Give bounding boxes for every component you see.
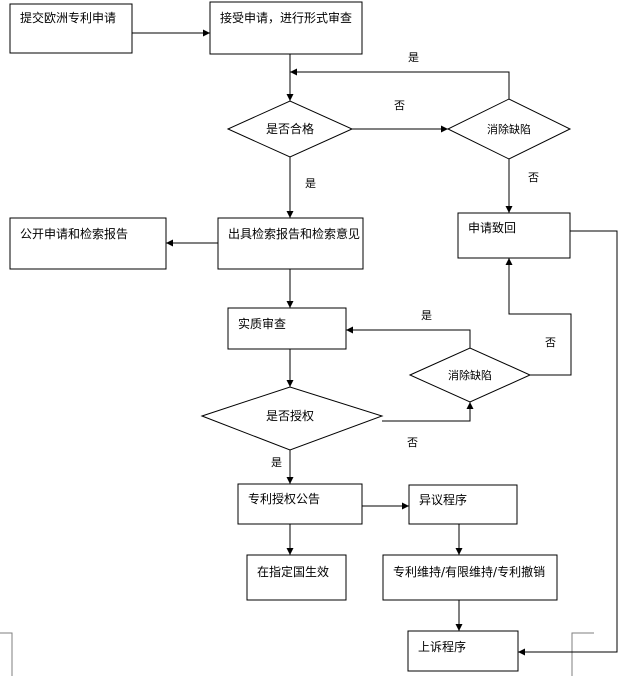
node-publish-app-label: 公开申请和检索报告 bbox=[20, 226, 128, 241]
node-grant-pub: 专利授权公告 bbox=[237, 483, 363, 525]
node-qualified-decision: 是否合格 bbox=[226, 100, 354, 158]
node-receive: 接受申请，进行形式审查 bbox=[209, 1, 363, 55]
edge-label-grant-yes: 是 bbox=[271, 456, 282, 469]
node-fix1-decision: 消除缺陷 bbox=[446, 98, 572, 160]
node-effect-label: 在指定国生效 bbox=[257, 564, 329, 579]
node-reject-label: 申请致回 bbox=[468, 221, 516, 235]
page-corner-marks bbox=[0, 632, 594, 676]
node-maintain-label: 专利维持/有限维持/专利撤销 bbox=[393, 564, 545, 579]
edge-fix2-no bbox=[505, 258, 572, 376]
edge-label-fix1-no: 否 bbox=[528, 171, 539, 184]
node-substantive-label: 实质审查 bbox=[238, 316, 286, 331]
node-appeal-label: 上诉程序 bbox=[418, 639, 466, 654]
node-opposition-label: 异议程序 bbox=[419, 492, 467, 507]
node-reject: 申请致回 bbox=[457, 212, 571, 259]
edge-label-fix2-no: 否 bbox=[545, 336, 556, 349]
edge-label-qualified-yes: 是 bbox=[305, 177, 316, 190]
edge-fix2-yes bbox=[346, 326, 471, 348]
node-grant-decision: 是否授权 bbox=[200, 386, 384, 451]
node-submit: 提交欧洲专利申请 bbox=[9, 3, 133, 54]
edges bbox=[132, 29, 618, 656]
edge-reject-appeal bbox=[518, 230, 618, 656]
edge-label-fix2-yes: 是 bbox=[421, 309, 432, 322]
node-appeal: 上诉程序 bbox=[407, 630, 519, 672]
node-substantive: 实质审查 bbox=[227, 307, 347, 350]
node-qualified-label: 是否合格 bbox=[266, 121, 314, 136]
node-grant-pub-label: 专利授权公告 bbox=[248, 491, 320, 506]
node-fix2-label: 消除缺陷 bbox=[448, 368, 492, 382]
node-search-report: 出具检索报告和检索意见 bbox=[217, 217, 364, 270]
edge-label-fix1-yes: 是 bbox=[408, 51, 419, 64]
node-fix1-label: 消除缺陷 bbox=[487, 122, 531, 136]
node-maintain: 专利维持/有限维持/专利撤销 bbox=[382, 554, 558, 601]
node-opposition: 异议程序 bbox=[408, 484, 518, 525]
node-effect: 在指定国生效 bbox=[246, 554, 347, 601]
edge-label-qualified-no: 否 bbox=[394, 99, 405, 112]
edge-grant-no bbox=[382, 402, 474, 422]
node-submit-label: 提交欧洲专利申请 bbox=[20, 10, 116, 25]
node-receive-label: 接受申请，进行形式审查 bbox=[220, 10, 352, 25]
node-fix2-decision: 消除缺陷 bbox=[408, 347, 532, 403]
node-search-report-label: 出具检索报告和检索意见 bbox=[228, 226, 360, 241]
edge-fix1-yes bbox=[290, 68, 510, 99]
edge-label-grant-no: 否 bbox=[407, 436, 418, 449]
node-publish-app: 公开申请和检索报告 bbox=[9, 217, 167, 270]
node-grant-label: 是否授权 bbox=[266, 408, 314, 423]
